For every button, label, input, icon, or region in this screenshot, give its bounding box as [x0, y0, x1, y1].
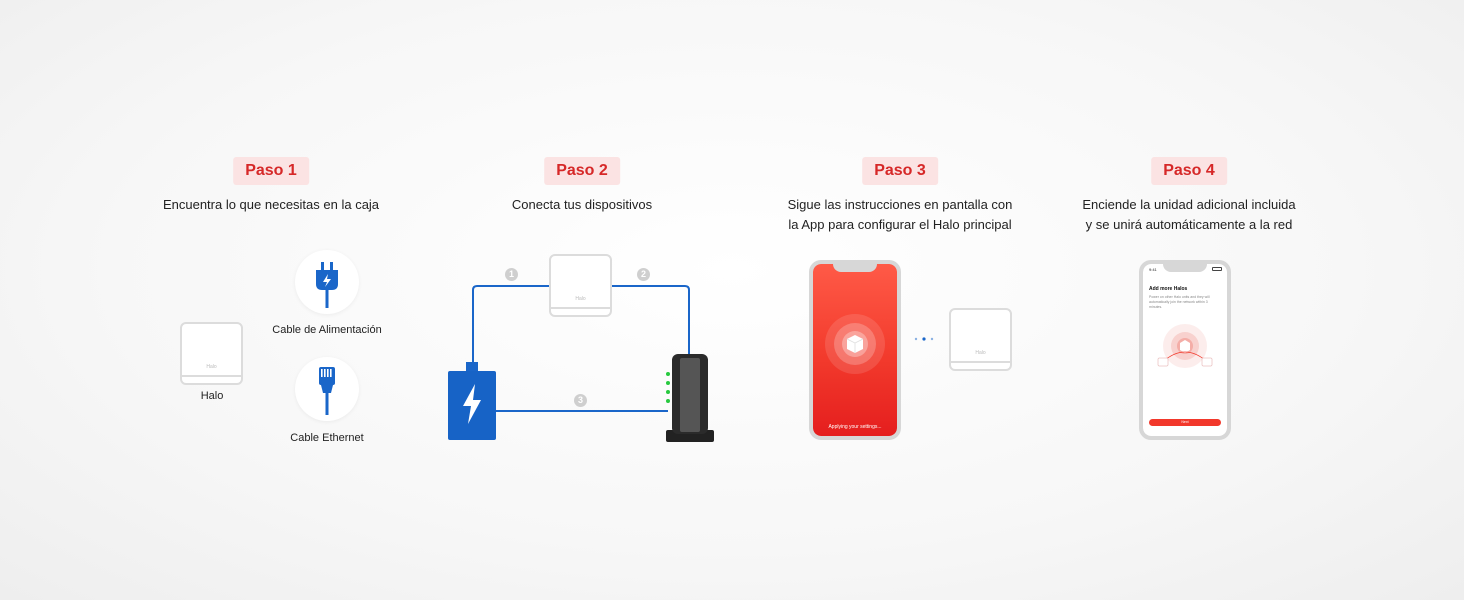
cable-line-1 — [472, 285, 549, 373]
step-4-description-line-1: Enciende la unidad adicional incluida — [1082, 197, 1296, 212]
connection-number-2: 2 — [637, 268, 650, 281]
step-4-description-line-2: y se unirá automáticamente a la red — [1085, 217, 1293, 232]
step-3-description-line-1: Sigue las instrucciones en pantalla con — [787, 197, 1013, 212]
ethernet-cable-label: Cable Ethernet — [290, 432, 364, 444]
step-2-halo-logo: Halo — [575, 296, 586, 302]
step-2-badge: Paso 2 — [544, 157, 620, 185]
step-1-description: Encuentra lo que necesitas en la caja — [162, 197, 380, 212]
step-3-phone-notch — [833, 264, 877, 272]
step-3-phone: Applying your settings... — [809, 260, 901, 440]
ethernet-plug-icon — [319, 367, 335, 415]
power-plug-icon — [316, 262, 338, 308]
cable-line-2 — [611, 285, 690, 358]
step-3-halo-logo: Halo — [975, 350, 986, 356]
power-cable-circle — [295, 250, 359, 314]
step-4-badge: Paso 4 — [1151, 157, 1227, 185]
screen-title: Add more Halos — [1149, 286, 1188, 292]
step-3-halo-strip — [951, 361, 1010, 369]
ethernet-cable-circle — [295, 357, 359, 421]
halo-device-strip — [182, 375, 241, 383]
step-1-badge: Paso 1 — [233, 157, 309, 185]
power-adapter-icon — [448, 362, 496, 440]
step-3-description-line-2: la App para configurar el Halo principal — [788, 217, 1012, 232]
connection-number-3: 3 — [574, 394, 587, 407]
connection-lines — [472, 285, 690, 412]
power-cable-label: Cable de Alimentación — [272, 324, 382, 336]
modem-icon — [666, 354, 714, 442]
next-button[interactable]: Next — [1149, 419, 1221, 426]
halo-device-logo: Halo — [206, 364, 217, 370]
step-4-phone: 9:41 Add more Halos Power on other Halo … — [1139, 260, 1231, 440]
step-3-badge: Paso 3 — [862, 157, 938, 185]
step-4-phone-screen: 9:41 Add more Halos Power on other Halo … — [1143, 264, 1227, 436]
halo-label: Halo — [200, 390, 224, 402]
step-3-phone-screen: Applying your settings... — [813, 264, 897, 436]
halos-join-illustration — [1157, 324, 1213, 368]
setup-progress-icon — [825, 314, 885, 374]
step-2-halo-strip — [551, 307, 610, 315]
screen-body: Power on other Halo units and they will … — [1149, 295, 1210, 309]
step-2-description: Conecta tus dispositivos — [511, 197, 653, 212]
status-bar-time: 9:41 — [1149, 267, 1157, 272]
step-4-phone-notch — [1163, 264, 1207, 272]
app-status-text: Applying your settings... — [828, 424, 882, 430]
connection-number-1: 1 — [505, 268, 518, 281]
battery-icon — [1212, 267, 1222, 271]
halo-device: Halo — [180, 322, 243, 385]
connecting-dots-icon — [914, 337, 934, 341]
step-2-halo-device: Halo — [549, 254, 612, 317]
step-3-halo-device: Halo — [949, 308, 1012, 371]
